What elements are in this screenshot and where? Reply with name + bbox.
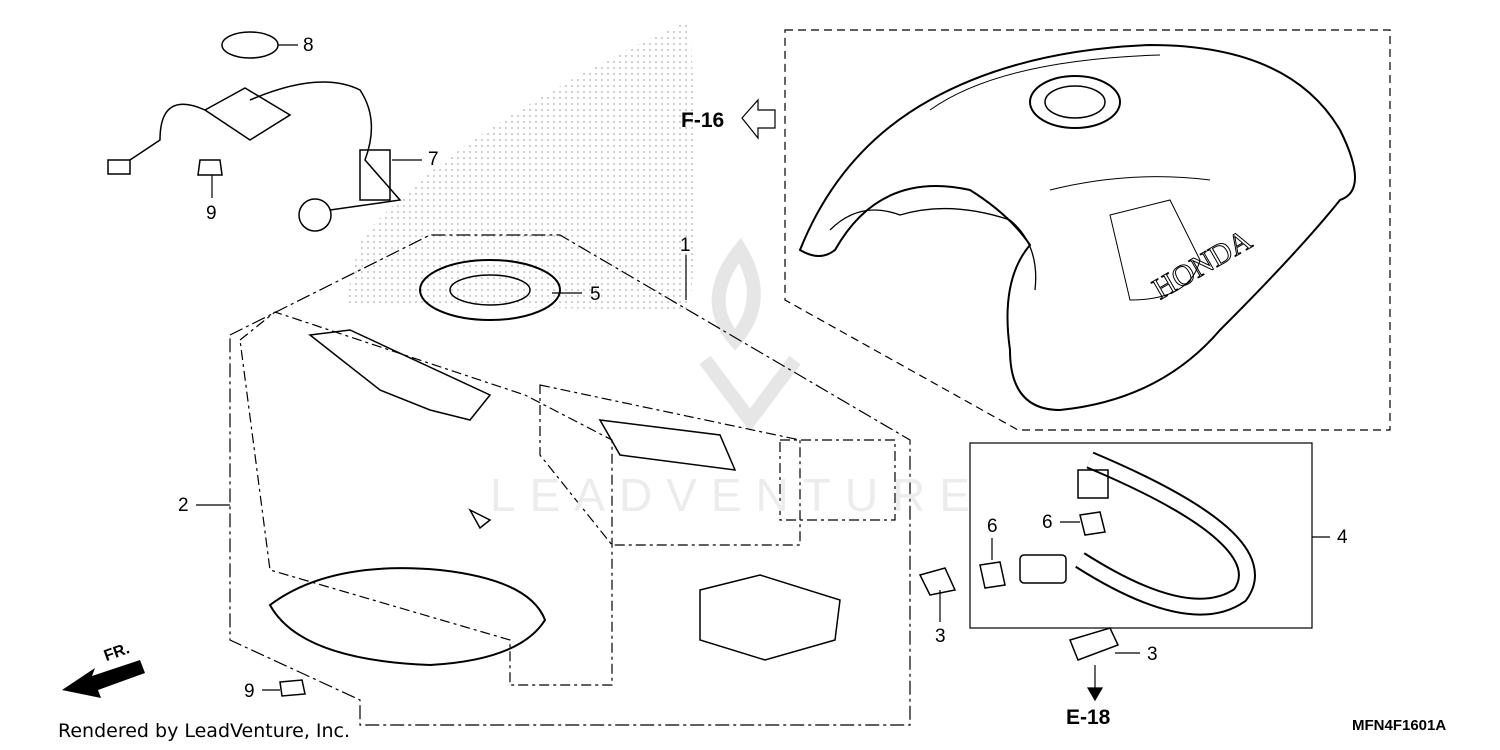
fuel-pump-assembly-outline — [229, 234, 911, 726]
callout-4: 4 — [1337, 527, 1348, 548]
f16-arrow — [741, 98, 776, 140]
tank-logo-text: HONDA — [1147, 223, 1258, 306]
callout-5: 5 — [590, 284, 601, 305]
callout-3a: 3 — [935, 626, 946, 647]
callout-9a: 9 — [206, 203, 217, 224]
strainer-cover — [699, 574, 841, 661]
fuel-tank — [798, 43, 1356, 412]
ref-f16[interactable]: F-16 — [681, 109, 725, 132]
diagram-code: MFN4F1601A — [1352, 717, 1447, 734]
leader-lines — [196, 44, 1330, 702]
watermark-emblem — [699, 237, 801, 432]
o-ring-part — [221, 31, 279, 59]
callout-2: 2 — [178, 495, 189, 516]
shading-pattern — [345, 20, 695, 310]
callout-8: 8 — [303, 35, 314, 56]
front-direction-arrow — [62, 660, 145, 698]
ref-e18[interactable]: E-18 — [1066, 706, 1111, 729]
fuel-pump-motor — [598, 419, 737, 471]
callout-7: 7 — [428, 149, 439, 170]
small-parts — [107, 31, 1106, 697]
watermark-text: LEADVENTURE — [490, 469, 984, 521]
callout-9b: 9 — [244, 681, 255, 702]
fuel-tank-group: HONDA — [784, 29, 1391, 431]
footer-credit: Rendered by LeadVenture, Inc. — [58, 720, 351, 742]
callout-6b: 6 — [1042, 512, 1053, 533]
callout-1: 1 — [680, 235, 691, 256]
callout-6a: 6 — [987, 516, 998, 537]
pump-base-plate — [268, 567, 547, 667]
fuel-cap — [1029, 75, 1121, 129]
fuel-gauge-sender — [203, 87, 292, 141]
pump-seal-ring — [419, 259, 561, 321]
pump-bracket — [308, 329, 492, 421]
fuel-hose-group — [969, 442, 1313, 661]
callout-3b: 3 — [1147, 644, 1158, 665]
